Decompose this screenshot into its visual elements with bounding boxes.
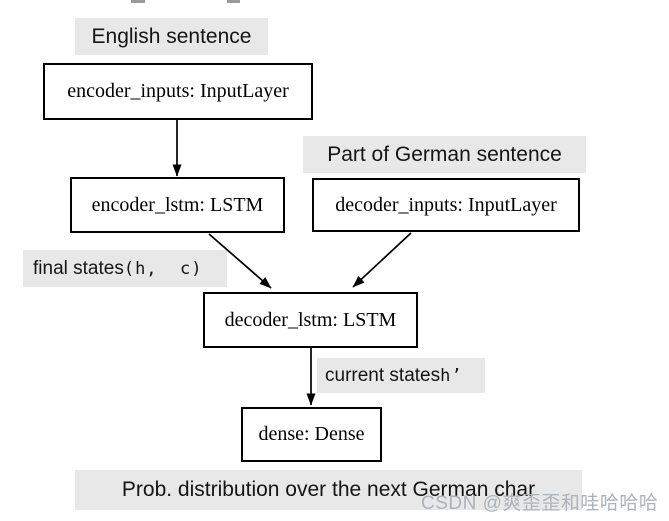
annotation-label: English sentence — [91, 24, 252, 48]
node-encoder-inputs: encoder_inputs: InputLayer — [43, 63, 313, 120]
node-encoder-lstm: encoder_lstm: LSTM — [70, 177, 285, 233]
node-decoder-inputs: decoder_inputs: InputLayer — [312, 178, 580, 232]
annotation-part-of-german-sentence: Part of German sentence — [303, 136, 586, 173]
annotation-code: (h, c) — [123, 258, 203, 279]
node-label: encoder_inputs: InputLayer — [67, 80, 289, 102]
node-label: encoder_lstm: LSTM — [91, 193, 264, 216]
annotation-code: h’ — [440, 365, 463, 386]
edge-decoder-inputs-to-decoder-lstm — [352, 232, 412, 288]
annotation-label: current states — [325, 364, 441, 386]
annotation-final-states: final states (h, c) — [23, 250, 227, 287]
annotation-english-sentence: English sentence — [75, 18, 268, 55]
cropped-text-remnant — [131, 0, 145, 3]
node-decoder-lstm: decoder_lstm: LSTM — [203, 292, 418, 348]
csdn-watermark: CSDN @爽歪歪和哇哈哈哈 — [421, 493, 659, 514]
annotation-label: Part of German sentence — [327, 142, 562, 166]
annotation-label: final states — [33, 257, 124, 279]
annotation-prob-distribution: Prob. distribution over the next German … — [75, 470, 582, 510]
node-label: decoder_lstm: LSTM — [224, 308, 397, 331]
cropped-text-remnant — [227, 0, 240, 3]
annotation-label: Prob. distribution over the next German … — [121, 478, 536, 501]
node-dense: dense: Dense — [241, 407, 382, 462]
node-label: decoder_inputs: InputLayer — [335, 193, 557, 216]
annotation-current-states: current states h’ — [317, 358, 485, 393]
node-label: dense: Dense — [258, 423, 365, 445]
